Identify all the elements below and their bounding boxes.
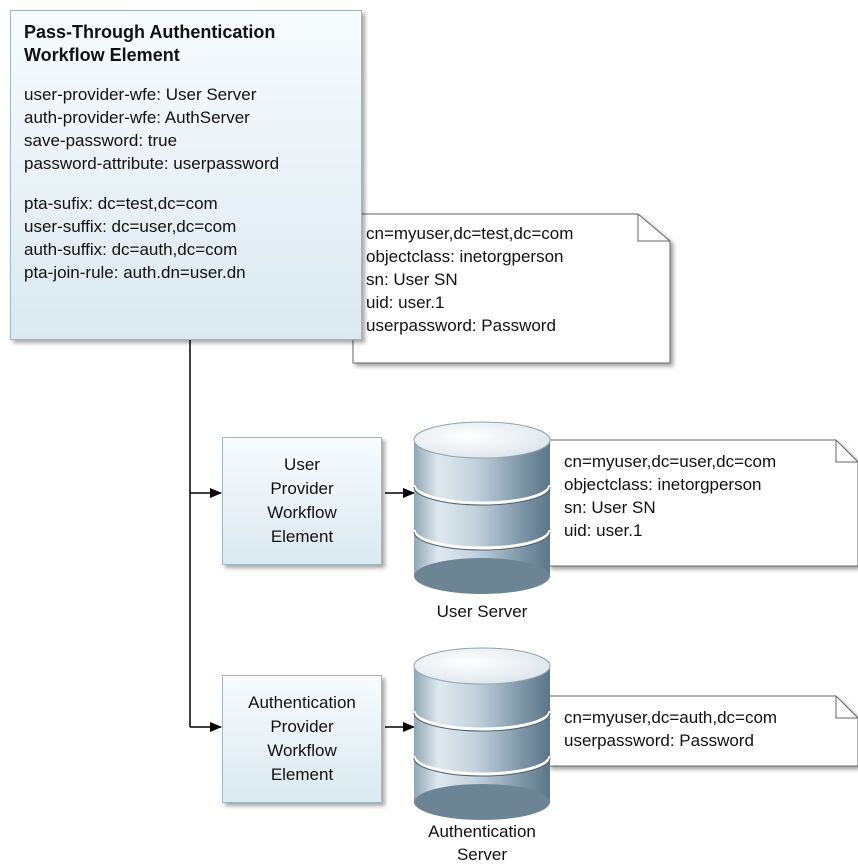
config-line: user-provider-wfe: User Server (24, 85, 257, 104)
entry-line: objectclass: inetorgperson (366, 247, 564, 266)
entry-line: sn: User SN (564, 498, 656, 517)
user-server-caption: User Server (412, 600, 552, 623)
spacer (24, 175, 361, 192)
user-provider-workflow-element-box: User Provider Workflow Element (222, 437, 382, 565)
wfe-label-line: Provider (270, 479, 334, 498)
wfe-label-line: Element (270, 527, 334, 546)
config-line: auth-provider-wfe: AuthServer (24, 108, 250, 127)
pta-workflow-element-title: Pass-Through Authentication Workflow Ele… (24, 21, 361, 67)
wfe-label-line: Authentication (248, 693, 356, 712)
entry-line: userpassword: Password (564, 731, 754, 750)
config-line: user-suffix: dc=user,dc=com (24, 217, 237, 236)
wfe-label-line: Element (270, 765, 334, 784)
config-line: save-password: true (24, 131, 178, 150)
entry-line: cn=myuser,dc=user,dc=com (564, 452, 777, 471)
entry-line: sn: User SN (366, 270, 458, 289)
wfe-label-line: Workflow (267, 741, 337, 760)
entry-line: objectclass: inetorgperson (564, 475, 762, 494)
config-line: pta-join-rule: auth.dn=user.dn (24, 263, 246, 282)
config-line: pta-sufix: dc=test,dc=com (24, 194, 218, 213)
caption-line: Authentication (428, 822, 536, 841)
auth-server-caption: Authentication Server (402, 820, 562, 866)
auth-server-database-icon (412, 647, 552, 820)
config-group-providers: user-provider-wfe: User Server auth-prov… (24, 83, 361, 175)
wfe-label-line: User (284, 455, 320, 474)
title-line: Workflow Element (24, 45, 180, 65)
config-line: password-attribute: userpassword (24, 154, 280, 173)
wfe-label-line: Workflow (267, 503, 337, 522)
user-server-database-icon (412, 421, 552, 594)
config-group-suffixes: pta-sufix: dc=test,dc=com user-suffix: d… (24, 192, 361, 284)
config-line: auth-suffix: dc=auth,dc=com (24, 240, 238, 259)
title-line: Pass-Through Authentication (24, 22, 276, 42)
entry-line: uid: user.1 (564, 521, 643, 540)
entry-line: uid: user.1 (366, 293, 445, 312)
entry-line: userpassword: Password (366, 316, 556, 335)
entry-line: cn=myuser,dc=auth,dc=com (564, 708, 778, 727)
caption-line: Server (456, 845, 508, 864)
pta-workflow-element-box: Pass-Through Authentication Workflow Ele… (10, 10, 362, 340)
auth-provider-workflow-element-box: Authentication Provider Workflow Element (222, 675, 382, 803)
caption-line: User Server (436, 602, 528, 621)
entry-line: cn=myuser,dc=test,dc=com (366, 224, 574, 243)
wfe-label-line: Provider (270, 717, 334, 736)
